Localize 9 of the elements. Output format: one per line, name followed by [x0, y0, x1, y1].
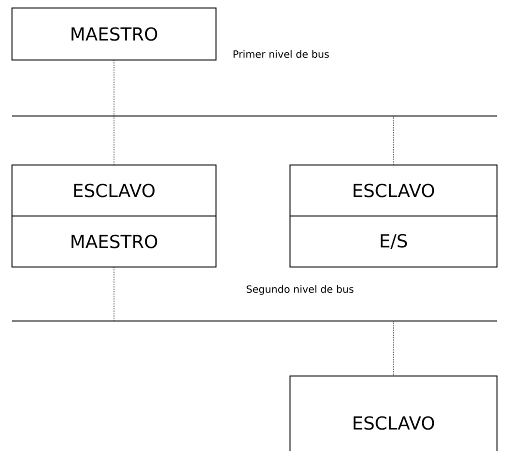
box: ESCLAVO E/S — [290, 164, 498, 268]
box: ESCLAVO MAESTRO — [12, 164, 216, 268]
bus-line — [12, 320, 498, 322]
box: MAESTRO — [12, 8, 216, 60]
dotted-connector — [393, 116, 394, 166]
bus-label: Segundo nivel de bus — [246, 285, 354, 295]
dotted-connector — [393, 321, 394, 376]
bus-label: Primer nivel de bus — [234, 50, 329, 58]
box: ESCLAVO — [290, 376, 498, 451]
